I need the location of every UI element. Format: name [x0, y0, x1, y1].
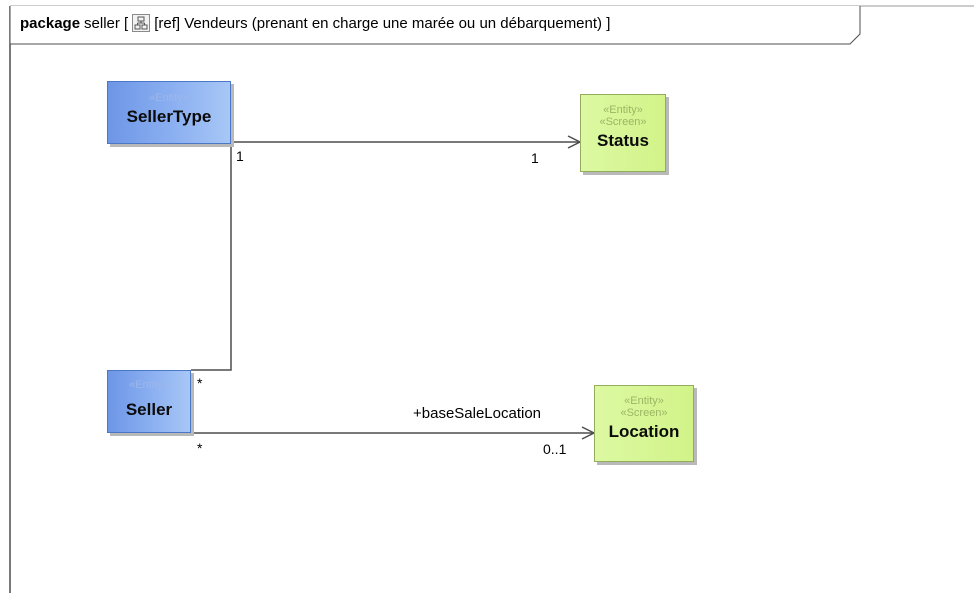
stereotype-entity: «Entity»	[603, 104, 643, 116]
class-name: Seller	[125, 400, 173, 419]
ref-text: [ref] Vendeurs (prenant en charge une ma…	[154, 14, 611, 32]
frame-keyword: package	[20, 14, 81, 32]
multiplicity-seller-to-location: *	[197, 440, 203, 456]
class-name: SellerType	[126, 107, 212, 126]
stereotype-screen: «Screen»	[599, 116, 647, 128]
multiplicity-sellertype-end: 1	[236, 148, 244, 164]
class-location[interactable]: «Entity» «Screen» Location	[594, 385, 694, 462]
stereotype-entity: «Entity»	[624, 395, 664, 407]
class-seller[interactable]: «Entity» Seller	[107, 370, 191, 433]
frame-title: package seller [ [ref] Vendeurs (prenant…	[20, 14, 610, 32]
role-base-sale-location: +baseSaleLocation	[413, 405, 542, 422]
class-sellertype[interactable]: «Entity» SellerType	[107, 81, 231, 144]
class-status[interactable]: «Entity» «Screen» Status	[580, 94, 666, 172]
class-name: Location	[608, 422, 680, 441]
association-seller-sellertype	[191, 142, 232, 371]
package-name: seller [	[84, 14, 129, 32]
stereotype-entity: «Entity»	[129, 379, 169, 391]
stereotype-entity: «Entity»	[149, 92, 189, 104]
diagram-icon[interactable]	[132, 14, 151, 32]
class-name: Status	[597, 131, 649, 150]
multiplicity-location-end: 0..1	[543, 441, 567, 457]
stereotype-screen: «Screen»	[620, 407, 668, 419]
multiplicity-status-end: 1	[531, 150, 539, 166]
multiplicity-seller-to-sellertype: *	[197, 375, 203, 391]
